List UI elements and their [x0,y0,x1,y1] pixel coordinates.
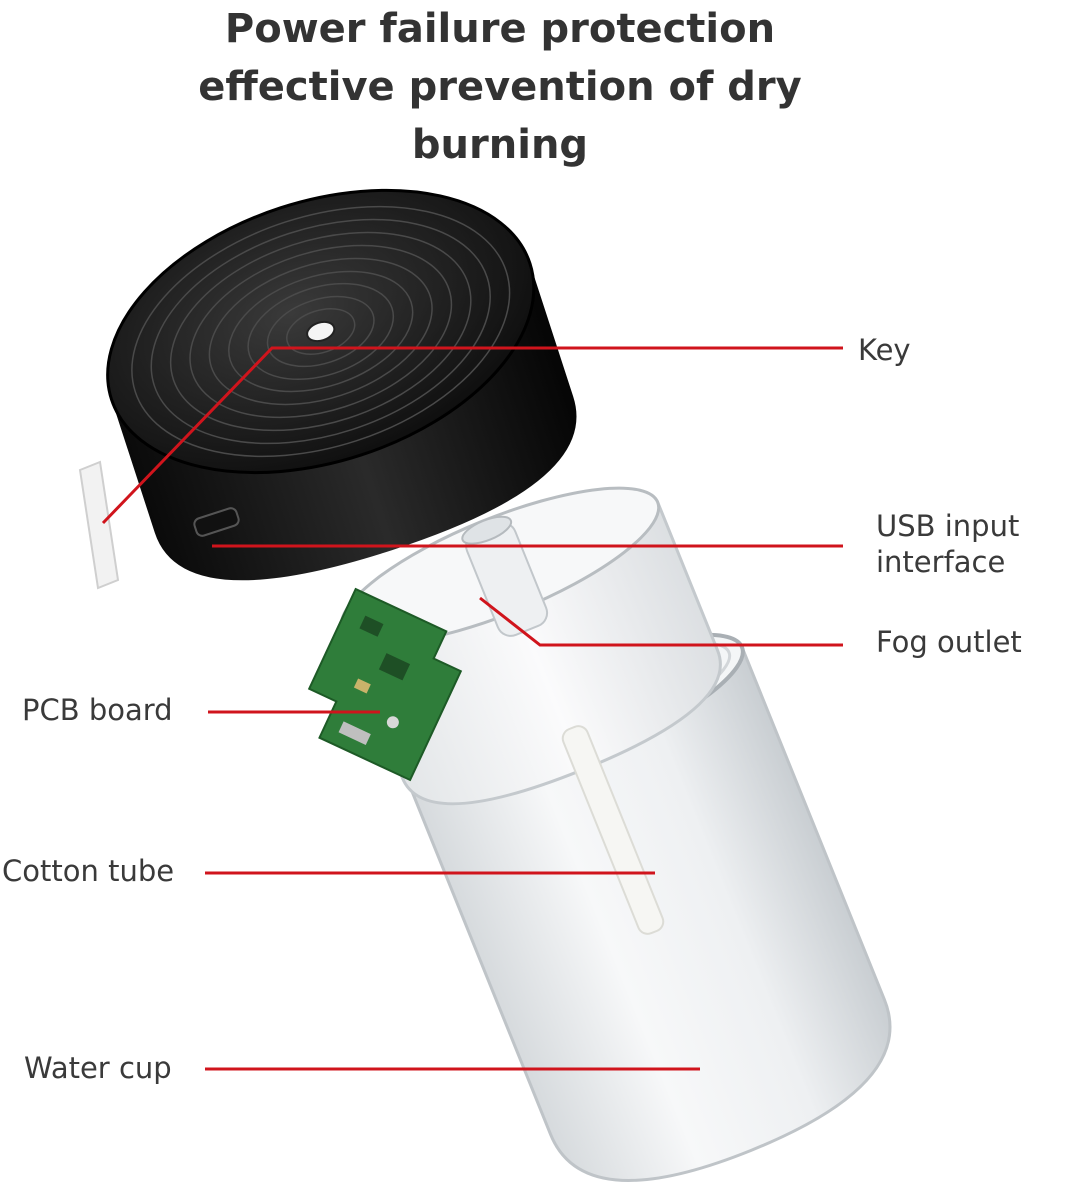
black-cap [106,188,577,581]
diagram-title: Power failure protection effective preve… [0,0,1000,174]
title-line-1: Power failure protection [224,6,776,52]
cotton-tube [561,725,665,935]
label-cotton-tube: Cotton tube [2,854,175,888]
label-usb-line-2: interface [876,545,1006,579]
label-water-cup: Water cup [24,1051,172,1085]
title-line-3: burning [411,122,589,168]
label-fog-outlet: Fog outlet [876,625,1022,659]
leader-fog [479,596,843,647]
leader-lines [101,346,843,1071]
title-line-2: effective prevention of dry [198,64,802,110]
clip-part [78,460,120,590]
pcb-board-shape [307,587,463,782]
inner-tank [339,486,722,806]
label-pcb-board: PCB board [22,693,173,727]
label-usb-input: USB input interface [876,508,1019,580]
label-key: Key [858,333,911,367]
label-usb-line-1: USB input [876,509,1020,543]
leader-key [101,346,843,525]
